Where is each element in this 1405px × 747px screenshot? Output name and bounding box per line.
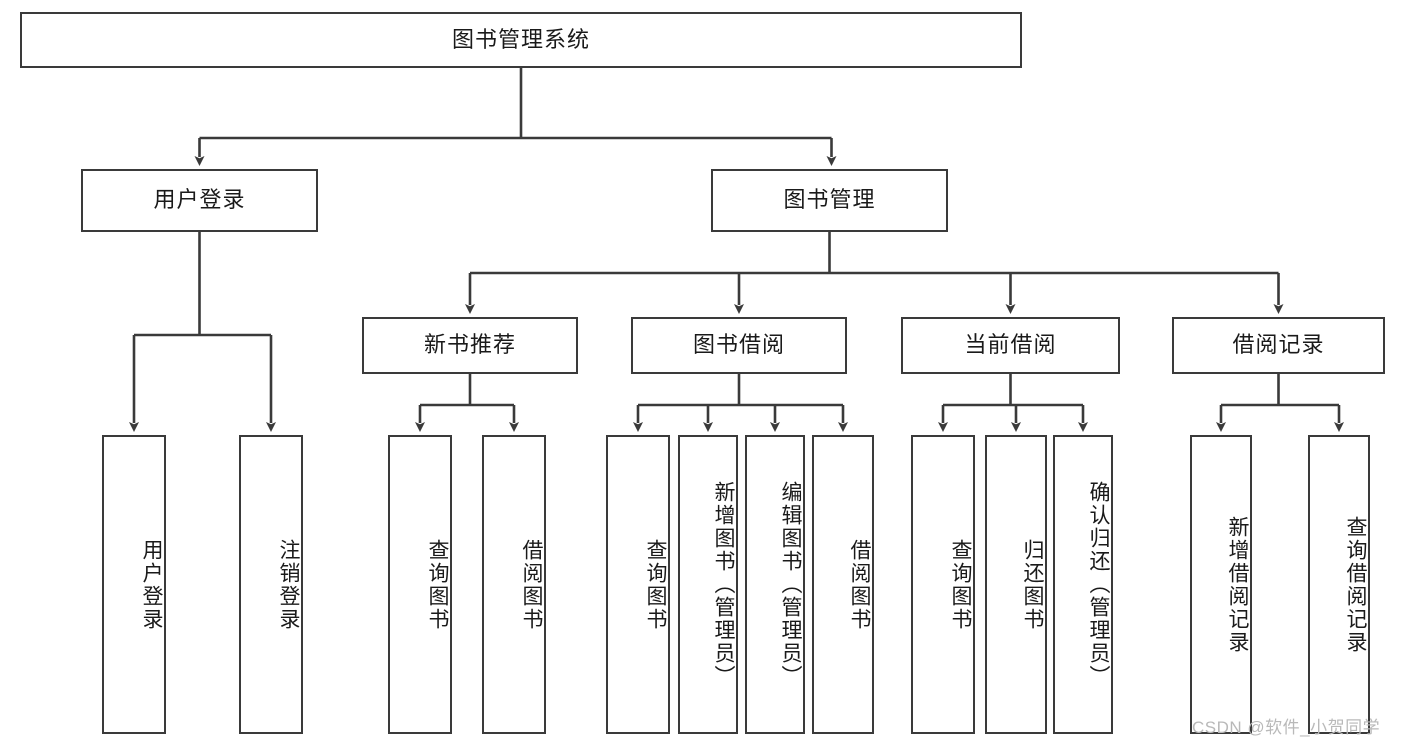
node-leaf-label: 注销登录 <box>277 538 300 631</box>
node-leaf-confirm-return-admin[interactable]: 确认归还（管理员） <box>1053 435 1113 734</box>
node-leaf-add-borrow-record[interactable]: 新增借阅记录 <box>1190 435 1252 734</box>
node-new-book-recommend[interactable]: 新书推荐 <box>362 317 578 374</box>
node-leaf-label: 查询图书 <box>949 538 972 631</box>
node-leaf-label: 确认归还（管理员） <box>1087 481 1110 688</box>
node-leaf-edit-book-admin[interactable]: 编辑图书（管理员） <box>745 435 805 734</box>
node-borrow-record[interactable]: 借阅记录 <box>1172 317 1385 374</box>
node-leaf-label: 查询图书 <box>644 538 667 631</box>
node-leaf-label: 编辑图书（管理员） <box>779 481 802 688</box>
node-current-borrow-label: 当前借阅 <box>964 332 1057 358</box>
node-book-borrow-label: 图书借阅 <box>692 332 785 358</box>
node-leaf-query-book-rec[interactable]: 查询图书 <box>388 435 452 734</box>
node-leaf-label: 借阅图书 <box>520 538 543 631</box>
node-book-borrow[interactable]: 图书借阅 <box>631 317 847 374</box>
node-leaf-label: 查询图书 <box>426 538 449 631</box>
node-book-management-label: 图书管理 <box>783 187 876 213</box>
node-leaf-user-login[interactable]: 用户登录 <box>102 435 166 734</box>
node-leaf-query-book-borrow[interactable]: 查询图书 <box>606 435 670 734</box>
node-leaf-borrow-book-rec[interactable]: 借阅图书 <box>482 435 546 734</box>
node-borrow-record-label: 借阅记录 <box>1232 332 1325 358</box>
node-leaf-label: 借阅图书 <box>848 538 871 631</box>
node-leaf-label: 新增借阅记录 <box>1226 515 1249 654</box>
node-leaf-return-book[interactable]: 归还图书 <box>985 435 1047 734</box>
node-leaf-add-book-admin[interactable]: 新增图书（管理员） <box>678 435 738 734</box>
node-leaf-label: 查询借阅记录 <box>1344 515 1367 654</box>
node-book-management[interactable]: 图书管理 <box>711 169 948 232</box>
node-leaf-query-book-current[interactable]: 查询图书 <box>911 435 975 734</box>
node-user-login[interactable]: 用户登录 <box>81 169 318 232</box>
node-leaf-borrow-book[interactable]: 借阅图书 <box>812 435 874 734</box>
node-current-borrow[interactable]: 当前借阅 <box>901 317 1120 374</box>
node-root[interactable]: 图书管理系统 <box>20 12 1022 68</box>
node-leaf-query-borrow-record[interactable]: 查询借阅记录 <box>1308 435 1370 734</box>
node-root-label: 图书管理系统 <box>451 26 590 52</box>
node-new-book-recommend-label: 新书推荐 <box>423 332 516 358</box>
node-leaf-label: 用户登录 <box>140 538 163 631</box>
node-leaf-label: 归还图书 <box>1021 538 1044 631</box>
csdn-watermark: CSDN @软件_小贺同学 <box>1192 718 1381 737</box>
node-user-login-label: 用户登录 <box>153 187 246 213</box>
node-leaf-logout[interactable]: 注销登录 <box>239 435 303 734</box>
node-leaf-label: 新增图书（管理员） <box>712 481 735 688</box>
